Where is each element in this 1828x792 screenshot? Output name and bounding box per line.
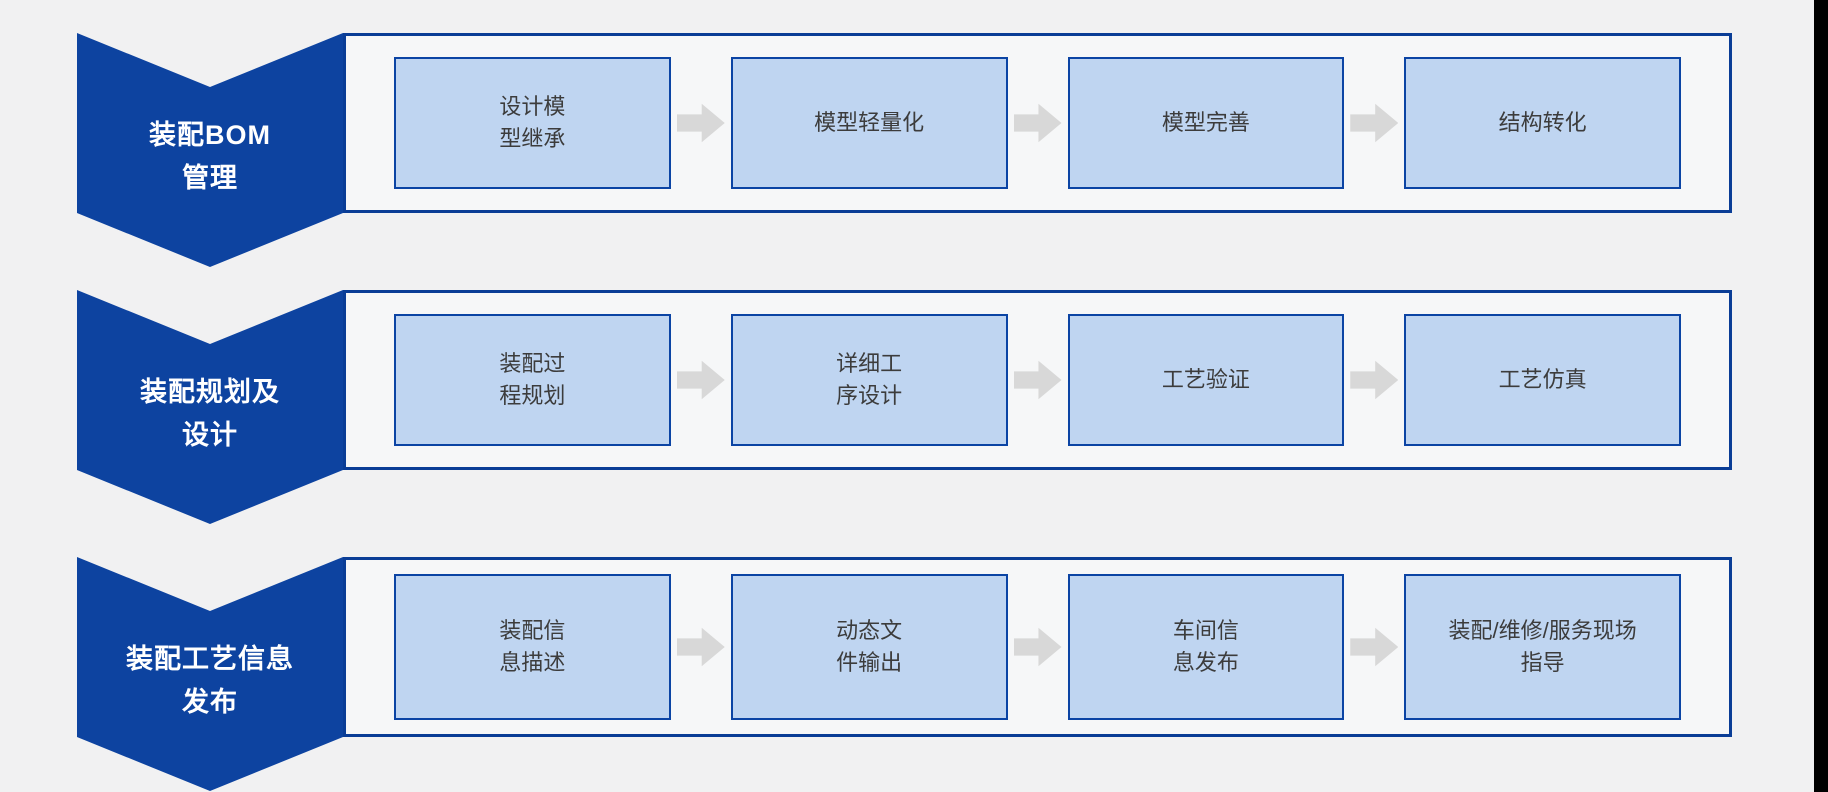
step-label: 结构转化 xyxy=(1498,110,1587,136)
arrow-right-icon xyxy=(1013,627,1062,667)
process-row-planning: 装配过 程规划 详细工 序设计 工艺验证 工艺仿真 装配规划及 设计 xyxy=(0,290,1828,524)
step-panel: 设计模 型继承 模型轻量化 模型完善 结构转化 xyxy=(343,33,1732,213)
stage-label: 装配工艺信息 发布 xyxy=(126,643,294,717)
step-box: 模型轻量化 xyxy=(730,57,1008,189)
step-box: 车间信 息发布 xyxy=(1067,574,1345,720)
arrow-right-icon xyxy=(1350,627,1399,667)
stage-label: 装配BOM 管理 xyxy=(149,119,271,193)
stage-chevron: 装配规划及 设计 xyxy=(77,290,343,524)
step-panel: 装配信 息描述 动态文 件输出 车间信 息发布 装配/维修/服务现场 指导 xyxy=(343,557,1732,737)
arrow-right-icon xyxy=(1013,360,1062,400)
step-label: 工艺仿真 xyxy=(1498,367,1587,393)
arrow-right-icon xyxy=(1013,103,1062,143)
step-box: 详细工 序设计 xyxy=(730,314,1008,446)
step-label: 动态文 件输出 xyxy=(836,618,903,675)
arrow-right-icon xyxy=(1350,360,1399,400)
step-box: 工艺验证 xyxy=(1067,314,1345,446)
step-label: 设计模 型继承 xyxy=(499,94,566,151)
arrow-right-icon xyxy=(676,627,725,667)
step-label: 装配/维修/服务现场 指导 xyxy=(1448,618,1637,675)
screen-edge-artifact xyxy=(1814,0,1828,792)
step-box: 装配信 息描述 xyxy=(394,574,671,720)
arrow-right-icon xyxy=(1350,103,1399,143)
process-row-bom: 设计模 型继承 模型轻量化 模型完善 结构转化 装配BOM 管理 xyxy=(0,33,1828,267)
step-label: 车间信 息发布 xyxy=(1172,618,1239,675)
step-label: 模型完善 xyxy=(1161,110,1250,136)
step-label: 工艺验证 xyxy=(1161,367,1250,393)
step-box: 模型完善 xyxy=(1067,57,1345,189)
step-label: 详细工 序设计 xyxy=(836,351,903,408)
process-row-publish: 装配信 息描述 动态文 件输出 车间信 息发布 装配/维修/服务现场 指导 装配… xyxy=(0,557,1828,791)
arrow-right-icon xyxy=(676,103,725,143)
step-box: 装配/维修/服务现场 指导 xyxy=(1404,574,1681,720)
stage-label: 装配规划及 设计 xyxy=(140,376,280,450)
step-box: 装配过 程规划 xyxy=(394,314,671,446)
step-label: 装配信 息描述 xyxy=(499,618,566,675)
step-panel: 装配过 程规划 详细工 序设计 工艺验证 工艺仿真 xyxy=(343,290,1732,470)
step-box: 工艺仿真 xyxy=(1404,314,1681,446)
step-label: 装配过 程规划 xyxy=(499,351,566,408)
arrow-right-icon xyxy=(676,360,725,400)
step-box: 设计模 型继承 xyxy=(394,57,671,189)
step-box: 动态文 件输出 xyxy=(730,574,1008,720)
stage-chevron: 装配BOM 管理 xyxy=(77,33,343,267)
stage-chevron: 装配工艺信息 发布 xyxy=(77,557,343,791)
step-box: 结构转化 xyxy=(1404,57,1681,189)
step-label: 模型轻量化 xyxy=(814,110,925,136)
